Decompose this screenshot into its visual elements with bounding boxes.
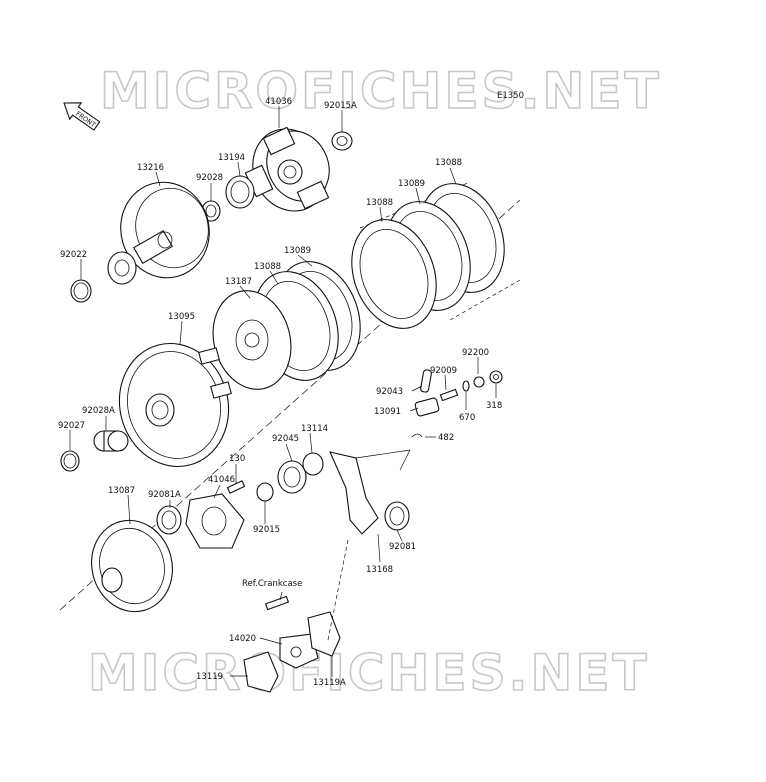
part-13216-drum (107, 181, 210, 285)
label-92015: 92015 (253, 525, 280, 535)
label-13216: 13216 (137, 163, 164, 173)
part-482-clip (411, 433, 423, 438)
part-13095-housing (118, 342, 232, 468)
label-92022: 92022 (60, 250, 87, 260)
label-92028a: 92028A (82, 406, 115, 416)
label-670: 670 (459, 413, 475, 423)
part-13091-lever (414, 397, 440, 417)
label-13114: 13114 (301, 424, 328, 434)
label-13087: 13087 (108, 486, 135, 496)
part-stud (264, 595, 290, 611)
label-13088-lower: 13088 (254, 262, 281, 272)
label-13194: 13194 (218, 153, 245, 163)
label-92081a: 92081A (148, 490, 181, 500)
label-318: 318 (486, 401, 502, 411)
label-13091: 13091 (374, 407, 401, 417)
label-92028: 92028 (196, 173, 223, 183)
watermark-bottom: MICROFICHES.NET (88, 644, 650, 702)
part-92200-nut (489, 370, 503, 384)
label-92045: 92045 (272, 434, 299, 444)
label-41046: 41046 (208, 475, 235, 485)
part-41036-carrier (244, 126, 330, 212)
watermark-top: MICROFICHES.NET (100, 62, 662, 120)
part-670-ring (462, 380, 470, 392)
label-13119a: 13119A (313, 678, 346, 688)
label-14020: 14020 (229, 634, 256, 644)
part-13114-bearing-cap (302, 452, 324, 476)
label-13088-top: 13088 (435, 158, 462, 168)
label-92043: 92043 (376, 387, 403, 397)
part-318-washer (473, 376, 485, 388)
label-92015a: 92015A (324, 101, 357, 111)
label-13088-mid: 13088 (366, 198, 393, 208)
part-92081a-spring (156, 505, 182, 535)
label-ref-crankcase: Ref.Crankcase (242, 579, 302, 589)
label-13095: 13095 (168, 312, 195, 322)
label-13168: 13168 (366, 565, 393, 575)
part-13087-pulley (91, 519, 173, 613)
label-92200: 92200 (462, 348, 489, 358)
label-13089-lower: 13089 (284, 246, 311, 256)
label-482: 482 (438, 433, 454, 443)
part-92022-washer (70, 279, 92, 303)
diagram-code: E1350 (497, 91, 524, 101)
label-13089-top: 13089 (398, 179, 425, 189)
part-labels: 41036 92015A 13194 92028 13216 92022 130… (58, 97, 502, 688)
part-13194-one-way-clutch (225, 175, 255, 209)
label-41036: 41036 (265, 97, 292, 107)
leader-lines (69, 106, 497, 677)
label-92009: 92009 (430, 366, 457, 376)
part-41046-plate (185, 493, 245, 549)
part-13119-cam (243, 651, 279, 693)
label-13119: 13119 (196, 672, 223, 682)
part-92009-screw (439, 388, 459, 402)
label-92027: 92027 (58, 421, 85, 431)
part-92028a-bushing (93, 430, 129, 452)
label-92081: 92081 (389, 542, 416, 552)
part-92015a-nut (331, 131, 353, 151)
part-92027-washer (60, 450, 80, 472)
part-92081-spring (384, 501, 410, 531)
part-92045-bearing (277, 460, 307, 494)
label-13187: 13187 (225, 277, 252, 287)
part-13168-release-lever (329, 449, 411, 535)
label-130: 130 (229, 454, 245, 464)
part-14020-cam-plate (279, 633, 319, 669)
front-arrow-icon: FRONT (63, 102, 101, 131)
part-13119a-cam (307, 611, 341, 657)
part-130-bolt (226, 480, 246, 494)
part-92043-pin (420, 369, 432, 393)
part-92015-nut (256, 482, 274, 502)
